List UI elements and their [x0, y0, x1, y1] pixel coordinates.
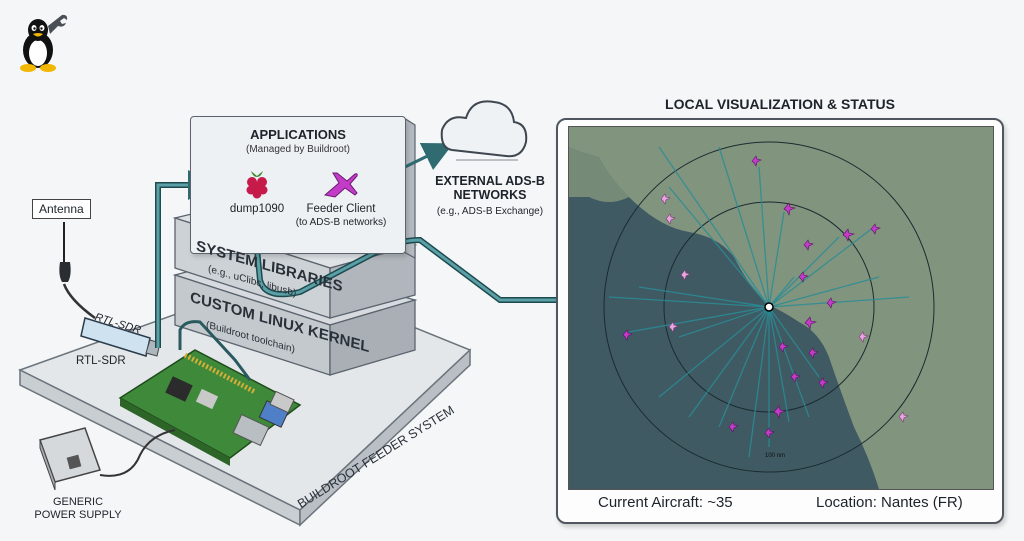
- dump1090-label: dump1090: [229, 203, 285, 215]
- raspberry-pi-board: [118, 349, 302, 466]
- map-land-west: [569, 147, 629, 202]
- range-ring-outer: [603, 141, 935, 473]
- wrench-icon: [48, 14, 68, 34]
- power-supply-label-line2: POWER SUPPLY: [34, 509, 122, 521]
- receiver-location: [764, 302, 774, 312]
- antenna-label: Antenna: [32, 199, 91, 219]
- antenna-icon: [59, 222, 96, 320]
- location-readout: Location: Nantes (FR): [816, 494, 963, 511]
- plane-icon: [323, 172, 358, 198]
- applications-title: APPLICATIONS: [250, 127, 346, 142]
- range-label: 100 nm: [765, 453, 785, 459]
- aircraft-count: Current Aircraft: ~35: [598, 494, 733, 511]
- aircraft-markers-light: [660, 193, 909, 423]
- power-supply-label-line1: GENERIC: [52, 496, 104, 508]
- rtl-sdr-label: RTL-SDR: [76, 355, 126, 367]
- radar-map[interactable]: 100 nm: [568, 126, 994, 490]
- linux-logo: [20, 14, 68, 72]
- applications-subtitle: (Managed by Buildroot): [246, 144, 350, 155]
- visualization-panel: 100 nm Current Aircraft: ~35 Location: N…: [556, 118, 1004, 524]
- rtl-sdr-stick: [80, 317, 161, 357]
- radar-map-svg: 100 nm: [569, 127, 993, 489]
- cloud-icon: [440, 100, 528, 161]
- feeder-client-label: Feeder Client: [306, 203, 376, 215]
- raspberry-icon: [246, 171, 268, 199]
- power-adapter-icon: [39, 427, 176, 491]
- map-land: [569, 127, 993, 489]
- visualization-title: LOCAL VISUALIZATION & STATUS: [665, 96, 895, 112]
- applications-box: APPLICATIONS (Managed by Buildroot) dump…: [190, 116, 406, 254]
- external-networks-title-line2: NETWORKS: [453, 188, 527, 202]
- linux-penguin-icon: [20, 19, 56, 72]
- aircraft-markers: [622, 155, 881, 439]
- external-networks-title-line1: EXTERNAL ADS-B: [435, 174, 545, 188]
- external-networks-title: EXTERNAL ADS-B NETWORKS: [420, 174, 560, 202]
- external-networks-subtitle: (e.g., ADS-B Exchange): [436, 206, 544, 217]
- feeder-client-sublabel: (to ADS-B networks): [295, 217, 387, 228]
- flight-tracks: [608, 146, 910, 458]
